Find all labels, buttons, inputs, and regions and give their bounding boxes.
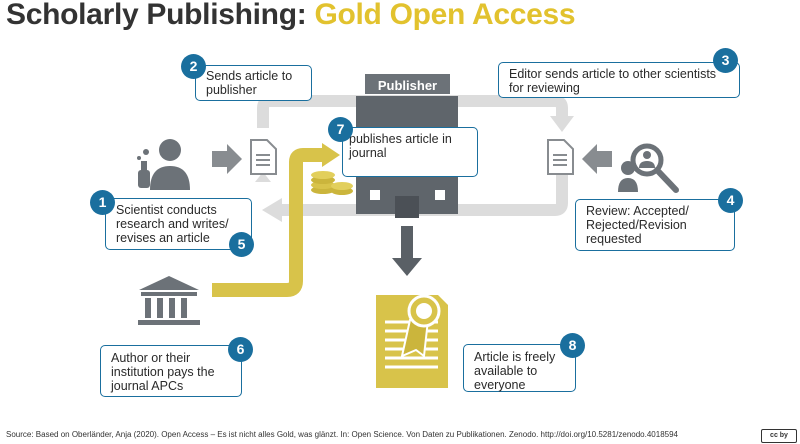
step-4-box: Review: Accepted/ Rejected/Revision requ… <box>575 199 735 251</box>
step-6-text: Author or their institution pays the jou… <box>111 351 215 393</box>
cc-license-badge: cc by <box>761 429 797 443</box>
step-8-badge: 8 <box>560 333 585 358</box>
document-icon <box>547 139 574 175</box>
step-6-box: Author or their institution pays the jou… <box>100 345 242 397</box>
institution-icon <box>138 276 200 325</box>
top-flow-arrowhead <box>550 116 574 132</box>
step-2-text: Sends article to publisher <box>206 69 293 97</box>
coins-icon <box>311 171 353 195</box>
step-4-badge: 4 <box>718 188 743 213</box>
step-8-text: Article is freely available to everyone <box>474 350 556 392</box>
step-7-text: publishes article in journal <box>349 132 452 160</box>
step-1-text: Scientist conducts research and writes/ … <box>116 203 229 245</box>
doc-up-arrowhead <box>255 172 271 182</box>
bottom-flow-arrowhead <box>262 198 282 222</box>
certificate-icon <box>376 294 448 388</box>
down-arrow-head <box>392 258 422 276</box>
payment-arrowhead <box>322 143 340 167</box>
scientist-icon <box>137 139 190 190</box>
step-7-box: publishes article in journal <box>342 127 478 177</box>
step-3-text: Editor sends article to other scientists… <box>509 67 717 95</box>
step-7-badge: 7 <box>328 117 353 142</box>
title-highlight: Gold Open Access <box>314 0 576 31</box>
document-icon <box>250 139 277 175</box>
step-8-box: Article is freely available to everyone <box>463 344 576 392</box>
step-1-badge: 1 <box>90 190 115 215</box>
reviewer-icon <box>618 143 679 193</box>
source-citation: Source: Based on Oberländer, Anja (2020)… <box>6 430 678 439</box>
down-arrow-shaft <box>401 226 413 260</box>
step-6-badge: 6 <box>228 337 253 362</box>
payment-flow-path <box>212 148 325 297</box>
left-arrow-icon <box>582 144 612 174</box>
step-1-box: Scientist conducts research and writes/ … <box>105 198 252 250</box>
publisher-label: Publisher <box>377 78 438 93</box>
step-2-box: Sends article to publisher <box>195 65 312 101</box>
step-3-box: Editor sends article to other scientists… <box>498 62 740 98</box>
step-3-badge: 3 <box>713 48 738 73</box>
step-5-badge: 5 <box>229 232 254 257</box>
step-4-text: Review: Accepted/ Rejected/Revision requ… <box>586 204 689 246</box>
page-title: Scholarly Publishing: Gold Open Access <box>6 0 576 32</box>
right-arrow-icon <box>212 144 242 174</box>
step-2-badge: 2 <box>181 54 206 79</box>
bottom-flow-path <box>280 172 568 216</box>
title-main: Scholarly Publishing: <box>6 0 315 31</box>
